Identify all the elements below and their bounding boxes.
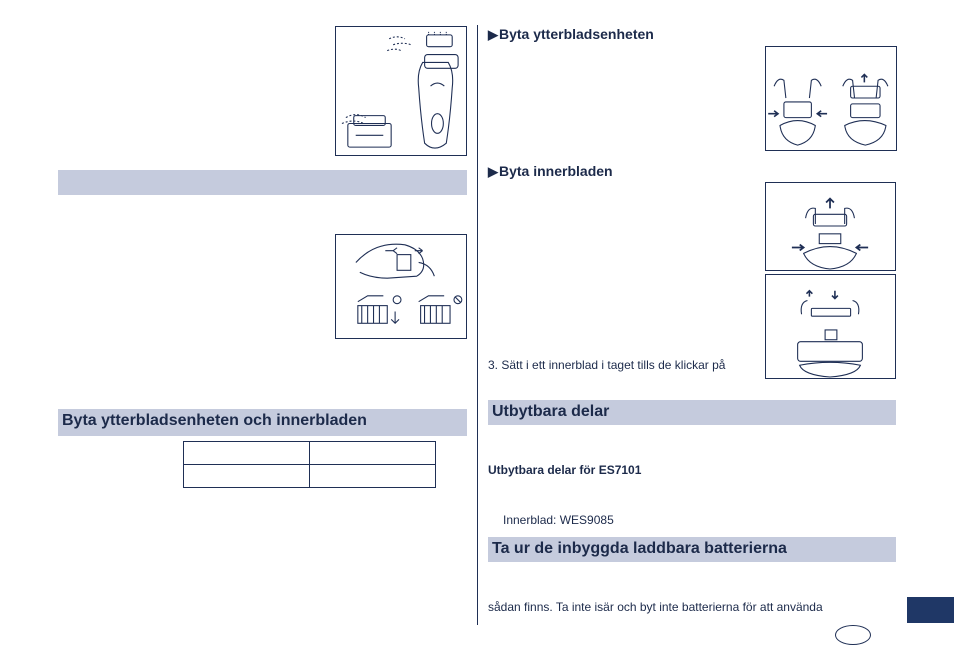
inner-blade-handling-illustration (355, 243, 463, 325)
table-row (183, 464, 436, 488)
page-number-oval (835, 625, 871, 645)
inner-blade-remove-illustration (791, 197, 869, 270)
triangle-right-icon: ▶ (488, 27, 498, 42)
subheading-inner-blades: ▶Byta innerbladen (488, 163, 613, 180)
shaver-cleaning-figure (335, 26, 467, 156)
section-heading-remove-batteries: Ta ur de inbyggda laddbara batterierna (488, 537, 896, 562)
table-cell (183, 441, 310, 465)
inner-blade-handling-figure (335, 234, 467, 339)
subheading-inner-blades-label: Byta innerbladen (499, 163, 613, 179)
subheading-outer-foil: ▶Byta ytterbladsenheten (488, 26, 654, 43)
outer-foil-figure (765, 46, 897, 151)
inner-blade-insert-figure (765, 274, 896, 379)
parts-subheading: Utbytbara delar för ES7101 (488, 463, 642, 477)
language-tab-marker (907, 597, 954, 623)
section-heading-replaceable-parts: Utbytbara delar (488, 400, 896, 425)
triangle-right-icon: ▶ (488, 164, 498, 179)
shaver-cleaning-illustration (341, 30, 459, 149)
table-cell (183, 464, 310, 488)
table-cell (309, 441, 436, 465)
section-band-blank (58, 170, 467, 195)
inner-blade-insert-illustration (797, 289, 863, 378)
step-3-text: 3. Sätt i ett innerblad i taget tills de… (488, 358, 726, 372)
inner-blade-part-number: Innerblad: WES9085 (503, 513, 614, 527)
section-heading-replace-blades: Byta ytterbladsenheten och innerbladen (58, 409, 467, 436)
outer-foil-illustration (768, 73, 889, 146)
table-cell (309, 464, 436, 488)
parts-table (183, 441, 436, 488)
table-row (183, 441, 436, 465)
column-divider (477, 25, 478, 625)
inner-blade-remove-figure (765, 182, 896, 271)
battery-instruction-text: sådan finns. Ta inte isär och byt inte b… (488, 600, 823, 614)
subheading-outer-foil-label: Byta ytterbladsenheten (499, 26, 654, 42)
